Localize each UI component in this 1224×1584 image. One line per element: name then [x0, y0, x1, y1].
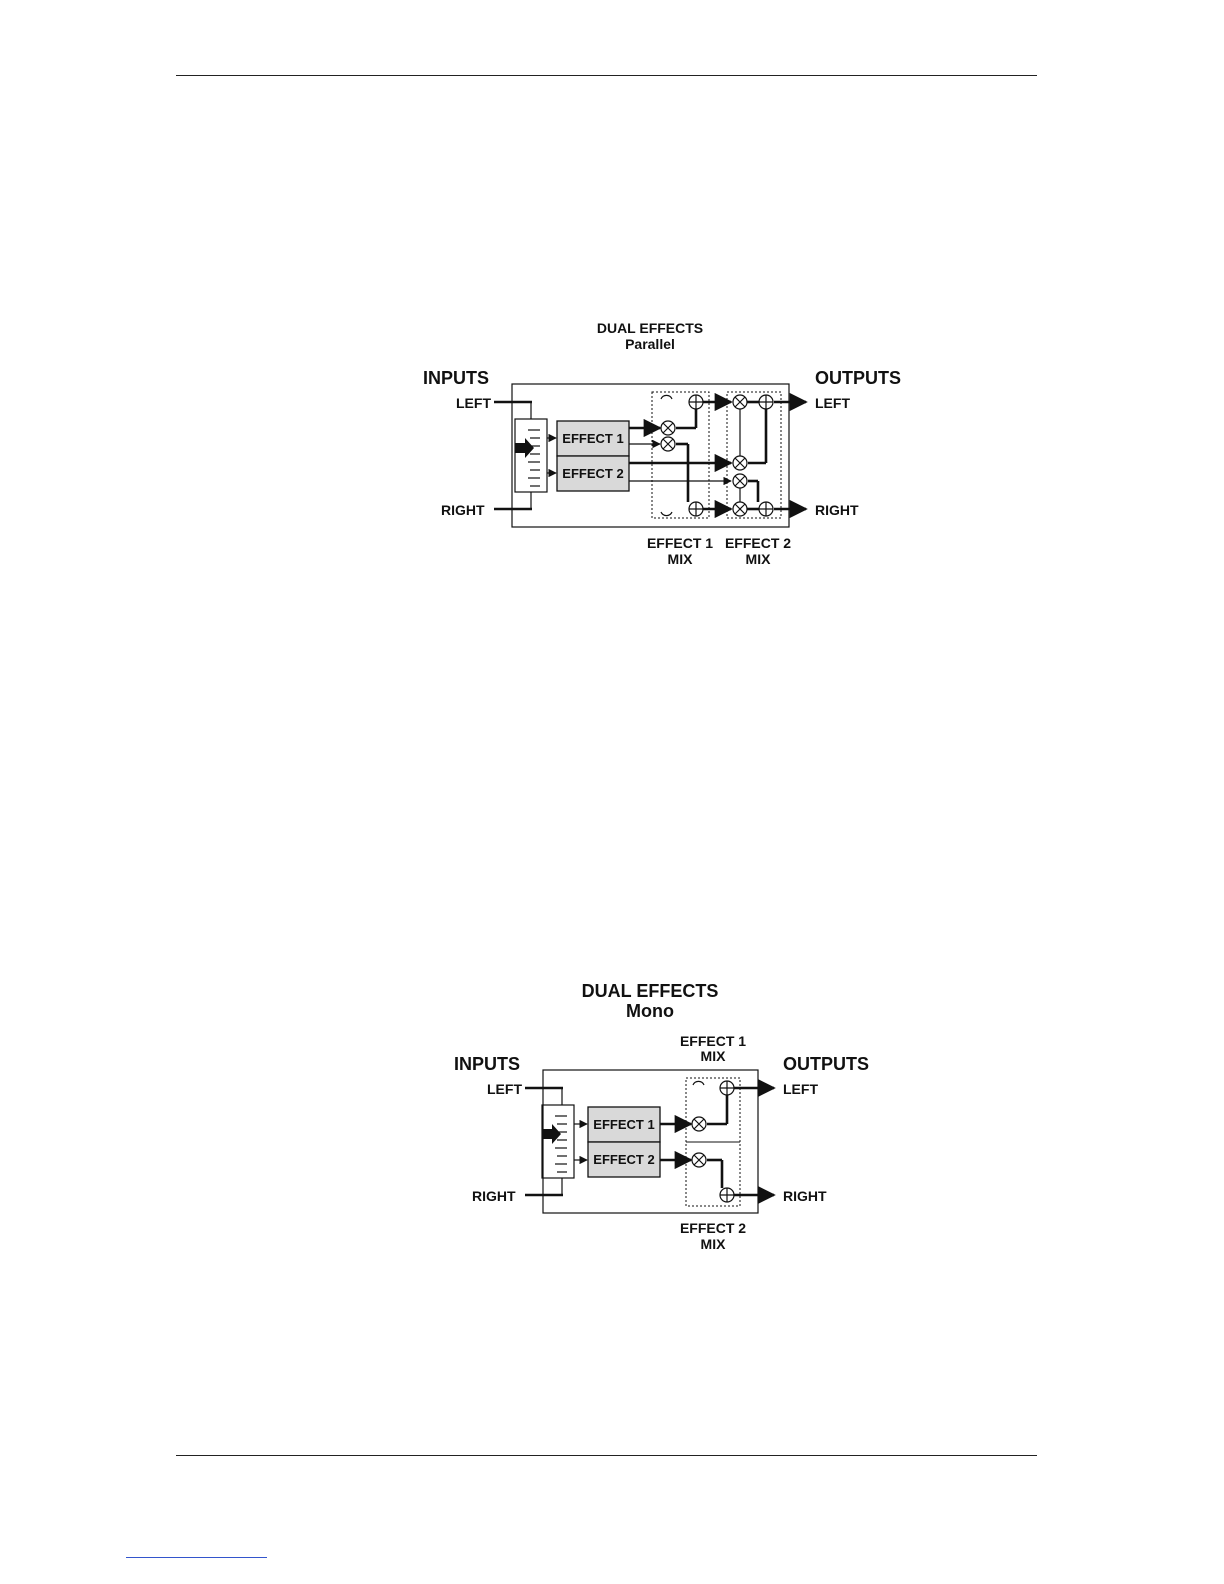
footer-link-underline — [126, 1557, 267, 1558]
mono-effect1-label: EFFECT 1 — [593, 1117, 654, 1132]
parallel-mix2-label-line1: EFFECT 2 — [725, 535, 791, 551]
mono-effect2-label: EFFECT 2 — [593, 1152, 654, 1167]
parallel-mix1-label-line1: EFFECT 1 — [647, 535, 713, 551]
parallel-multiplier-icon — [733, 395, 747, 409]
parallel-title: DUAL EFFECTS — [597, 320, 703, 336]
header-rule — [176, 75, 1037, 76]
mono-multiplier-icon — [692, 1117, 706, 1131]
diagram-dual-effects-parallel: DUAL EFFECTS Parallel INPUTS OUTPUTS LEF… — [0, 300, 1224, 590]
parallel-outputs-label: OUTPUTS — [815, 368, 901, 388]
parallel-frame — [512, 384, 789, 527]
parallel-left-in-label: LEFT — [456, 395, 491, 411]
mono-mix1-label-line2: MIX — [701, 1048, 727, 1064]
parallel-effect1-label: EFFECT 1 — [562, 431, 623, 446]
footer-rule — [176, 1455, 1037, 1456]
mono-inputs-label: INPUTS — [454, 1054, 520, 1074]
diagram-dual-effects-mono: DUAL EFFECTS Mono EFFECT 1 MIX INPUTS OU… — [0, 970, 1224, 1270]
mono-left-in-label: LEFT — [487, 1081, 522, 1097]
parallel-effect2-label: EFFECT 2 — [562, 466, 623, 481]
parallel-left-out-label: LEFT — [815, 395, 850, 411]
parallel-router-arrow-icon — [515, 438, 534, 458]
parallel-mix2-label-line2: MIX — [746, 551, 772, 567]
parallel-effect1-mix-group — [652, 392, 709, 518]
parallel-mix1-label-line2: MIX — [668, 551, 694, 567]
parallel-right-out-label: RIGHT — [815, 502, 859, 518]
parallel-multiplier-icon — [733, 456, 747, 470]
parallel-multiplier-icon — [661, 421, 675, 435]
parallel-multiplier-icon — [733, 502, 747, 516]
parallel-subtitle: Parallel — [625, 336, 675, 352]
mono-title: DUAL EFFECTS — [582, 981, 719, 1001]
parallel-summer-icon — [759, 502, 773, 516]
parallel-summer-icon — [759, 395, 773, 409]
mono-left-out-label: LEFT — [783, 1081, 818, 1097]
parallel-multiplier-icon — [733, 474, 747, 488]
mono-summer-icon — [720, 1081, 734, 1095]
mono-router-arrow-icon — [542, 1124, 561, 1144]
parallel-summer-icon — [689, 395, 703, 409]
parallel-right-in-label: RIGHT — [441, 502, 485, 518]
mono-mix2-label-line2: MIX — [701, 1236, 727, 1252]
mono-mix1-label-line1: EFFECT 1 — [680, 1033, 746, 1049]
mono-summer-icon — [720, 1188, 734, 1202]
parallel-inputs-label: INPUTS — [423, 368, 489, 388]
parallel-effect2-mix-group — [727, 392, 781, 518]
mono-outputs-label: OUTPUTS — [783, 1054, 869, 1074]
parallel-multiplier-icon — [661, 437, 675, 451]
mono-mix2-label-line1: EFFECT 2 — [680, 1220, 746, 1236]
mono-multiplier-icon — [692, 1153, 706, 1167]
mono-right-in-label: RIGHT — [472, 1188, 516, 1204]
parallel-summer-icon — [689, 502, 703, 516]
mono-subtitle: Mono — [626, 1001, 674, 1021]
mono-right-out-label: RIGHT — [783, 1188, 827, 1204]
